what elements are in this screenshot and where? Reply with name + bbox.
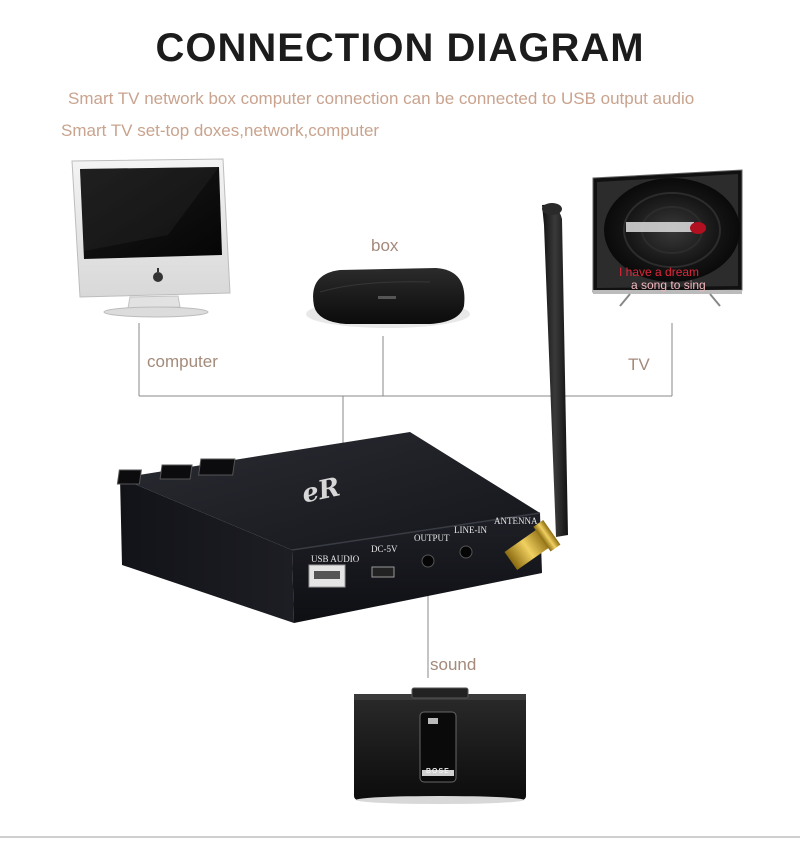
- speaker-illustration: [354, 687, 526, 804]
- subtitle-line-2: Smart TV set-top doxes,network,computer: [61, 121, 380, 140]
- computer-label: computer: [147, 352, 218, 371]
- tv-lyric-line-2: a song to sing: [631, 278, 706, 292]
- tv-illustration: [592, 169, 743, 307]
- tv-lyric-line-1: I have a dream: [619, 265, 700, 279]
- port-label-output: OUTPUT: [414, 533, 450, 543]
- port-label-antenna: ANTENNA: [494, 516, 538, 526]
- tv-label: TV: [628, 355, 650, 374]
- computer-illustration: [71, 158, 231, 318]
- diagram-title: CONNECTION DIAGRAM: [155, 26, 645, 70]
- speaker-brand: BOSE: [426, 768, 450, 775]
- subtitle-line-1: Smart TV network box computer connection…: [68, 89, 695, 108]
- port-label-line-in: LINE-IN: [454, 525, 487, 535]
- port-label-dc: DC-5V: [371, 544, 398, 554]
- network-box-illustration: [306, 268, 470, 328]
- sound-label: sound: [430, 655, 477, 674]
- audio-device-illustration: [116, 203, 568, 623]
- port-label-usb: USB AUDIO: [311, 554, 360, 564]
- box-label: box: [371, 236, 399, 255]
- bottom-divider: [0, 836, 800, 838]
